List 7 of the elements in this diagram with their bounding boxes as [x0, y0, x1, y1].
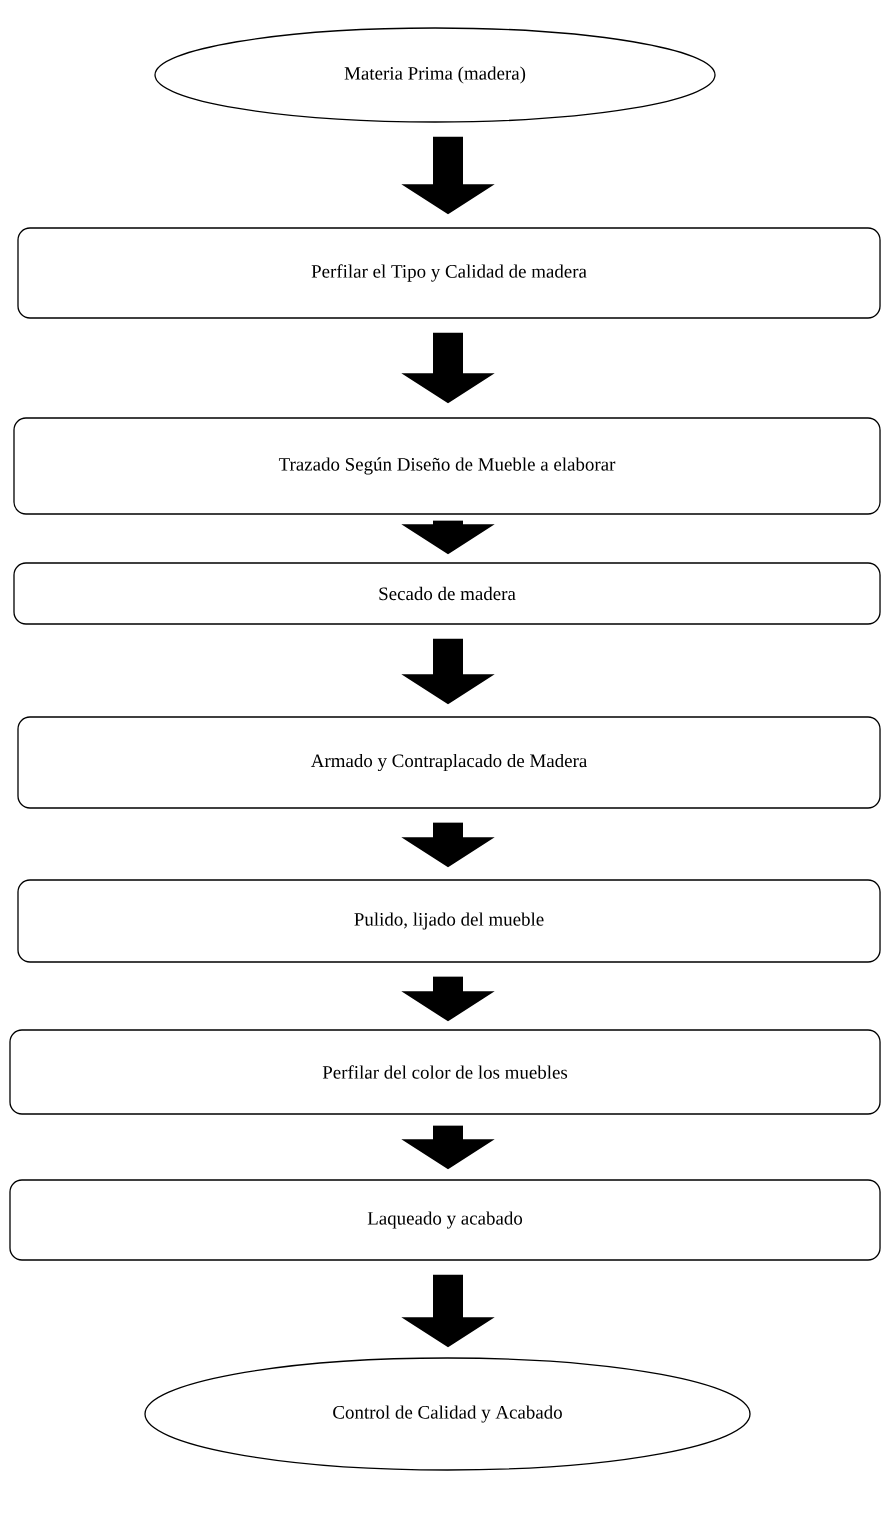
process-box: Trazado Según Diseño de Mueble a elaborar — [13, 417, 881, 515]
process-box: Armado y Contraplacado de Madera — [17, 716, 881, 809]
process-box: Perfilar del color de los muebles — [9, 1029, 881, 1115]
process-box: Perfilar el Tipo y Calidad de madera — [17, 227, 881, 319]
process-box: Laqueado y acabado — [9, 1179, 881, 1261]
process-box: Pulido, lijado del mueble — [17, 879, 881, 963]
process-box: Secado de madera — [13, 562, 881, 625]
